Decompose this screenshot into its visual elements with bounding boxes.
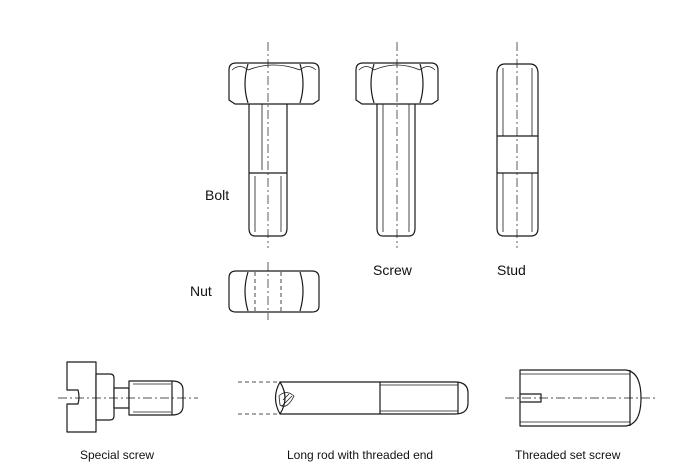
long-rod-body <box>274 381 469 415</box>
special-screw-label: Special screw <box>80 448 154 462</box>
long-rod-label: Long rod with threaded end <box>287 448 433 462</box>
screw-label: Screw <box>373 262 413 278</box>
bolt-chamfer-1 <box>231 66 249 71</box>
set-screw-label: Threaded set screw <box>515 448 621 462</box>
bolt-head <box>228 62 320 105</box>
nut-flat-left <box>244 271 249 312</box>
bolt-figure <box>228 42 320 248</box>
screw-chamfer-3 <box>419 66 436 71</box>
bolt-chamfer-3 <box>299 66 317 71</box>
stud-figure <box>496 42 539 248</box>
bolt-chamfer-2 <box>247 64 301 71</box>
stud-label: Stud <box>497 262 526 278</box>
special-screw-collar <box>95 373 115 421</box>
bolt-label: Bolt <box>205 187 229 203</box>
set-screw-figure <box>505 369 656 427</box>
screw-shank <box>376 103 416 237</box>
screw-head-flat-right <box>419 63 424 104</box>
long-rod-hatch-1 <box>281 395 293 407</box>
long-rod-hatch-2 <box>282 393 290 401</box>
stud-body <box>496 63 539 237</box>
special-screw-figure <box>58 361 198 433</box>
screw-figure <box>355 42 439 248</box>
nut-figure <box>228 262 320 320</box>
bolt-head-flat-right <box>299 63 304 104</box>
nut-label: Nut <box>190 283 212 299</box>
special-screw-head <box>66 361 97 433</box>
screw-chamfer-1 <box>358 66 375 71</box>
screw-head-flat-left <box>370 63 375 104</box>
nut-flat-right <box>299 271 304 312</box>
long-rod-break-section <box>278 392 295 407</box>
bolt-head-flat-left <box>244 63 249 104</box>
nut-body <box>228 270 320 313</box>
long-rod-figure <box>238 381 469 415</box>
